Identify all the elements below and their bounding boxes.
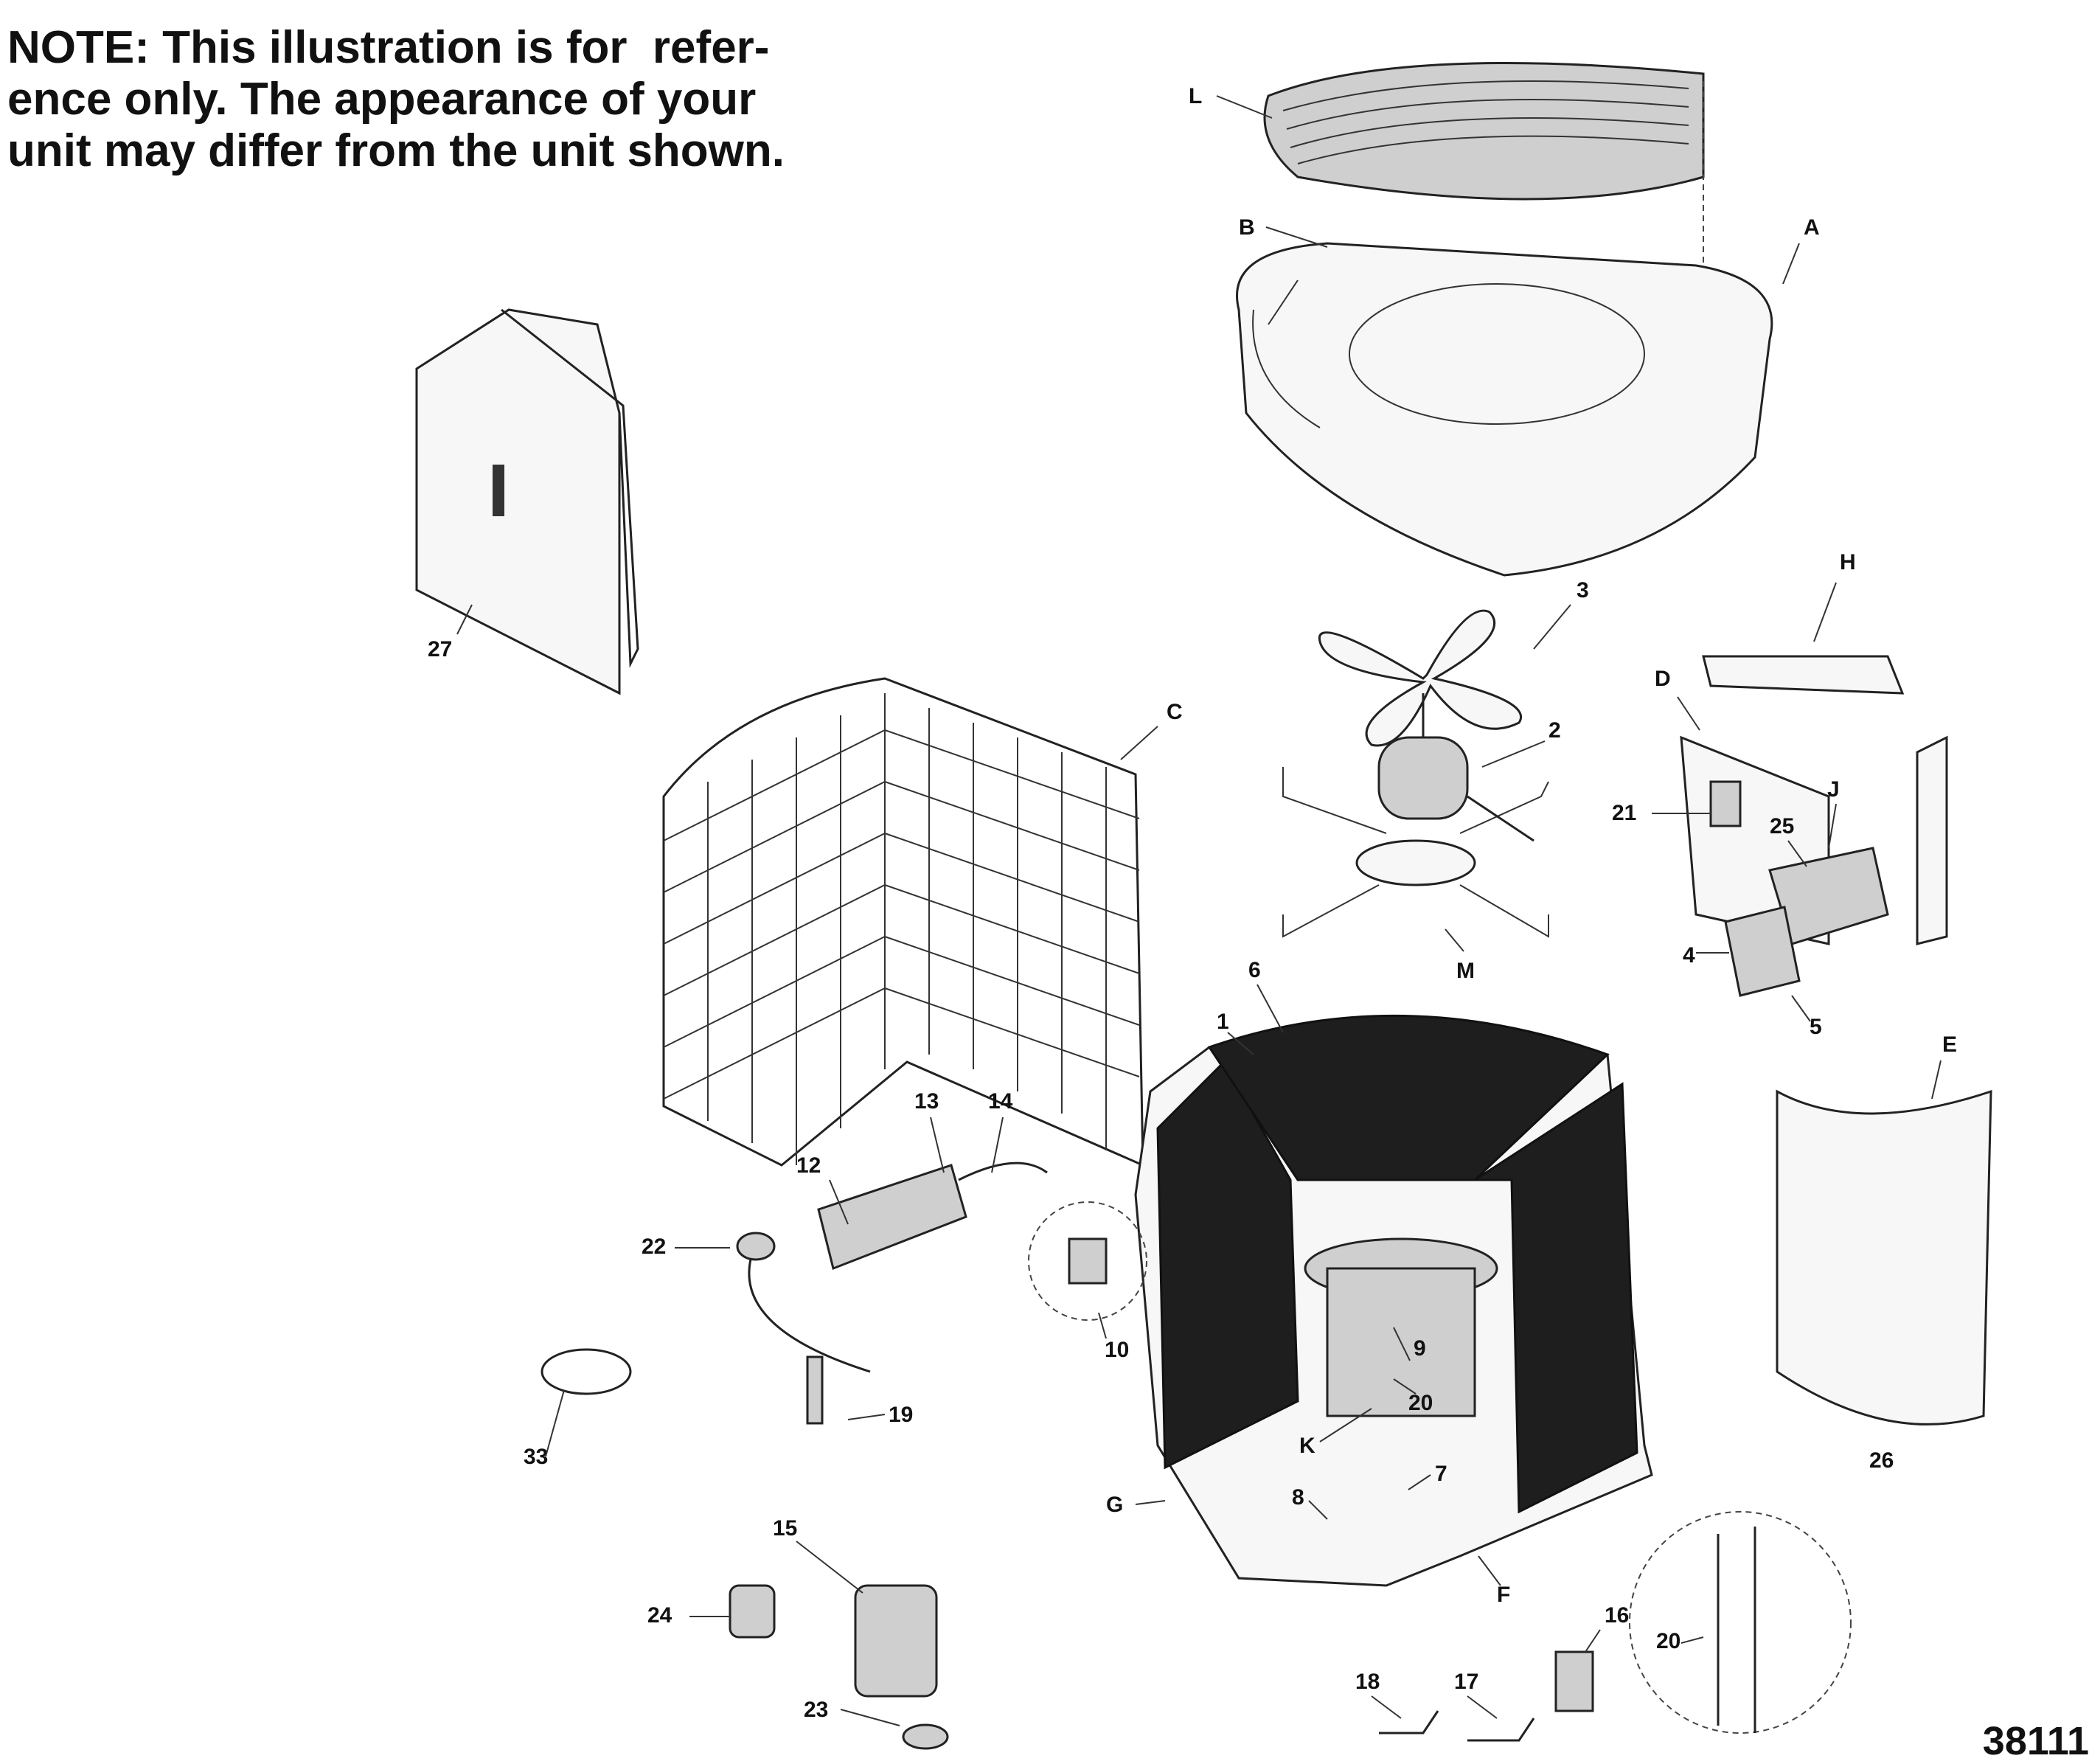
callout-G: G <box>1106 1493 1123 1517</box>
callout-M: M <box>1456 959 1475 983</box>
callout-1: 1 <box>1217 1010 1229 1034</box>
callout-16: 16 <box>1605 1603 1629 1628</box>
callout-33: 33 <box>524 1445 548 1469</box>
reversing-valve <box>736 1161 1048 1373</box>
wire-guard <box>662 677 1144 1167</box>
callout-18: 18 <box>1355 1670 1380 1694</box>
callout-25: 25 <box>1770 814 1794 838</box>
control-box <box>1680 655 1948 997</box>
callout-A: A <box>1804 215 1820 240</box>
callout-H: H <box>1840 550 1856 574</box>
callout-B: B <box>1239 215 1255 240</box>
callout-E: E <box>1942 1032 1957 1057</box>
detail-circle-20 <box>1629 1511 1852 1734</box>
reference-note: NOTE: This illustration is for refer- en… <box>7 22 966 177</box>
callout-D: D <box>1655 667 1671 691</box>
condenser-coil <box>1134 1014 1653 1587</box>
front-panel <box>1776 1089 1992 1426</box>
callout-24: 24 <box>647 1603 672 1628</box>
callout-C: C <box>1167 700 1183 724</box>
callout-17: 17 <box>1454 1670 1478 1694</box>
callout-5: 5 <box>1810 1015 1822 1039</box>
drawing-number: 38111 <box>1982 1719 2089 1763</box>
callout-L: L <box>1189 84 1202 108</box>
bottom-fittings <box>1379 1650 1594 1742</box>
callout-19: 19 <box>889 1403 913 1427</box>
callout-2: 2 <box>1548 718 1561 743</box>
note-line-2: ence only. The appearance of your <box>7 74 757 125</box>
callout-20b: 20 <box>1656 1629 1680 1653</box>
callout-3: 3 <box>1577 578 1589 603</box>
callout-21: 21 <box>1612 801 1636 825</box>
detail-circle-10 <box>1028 1201 1147 1321</box>
note-line-3: unit may differ from the unit shown. <box>7 125 785 176</box>
callout-26: 26 <box>1869 1448 1894 1473</box>
callout-J: J <box>1827 777 1840 802</box>
callout-22: 22 <box>642 1235 666 1259</box>
callout-12: 12 <box>796 1153 821 1178</box>
callout-K: K <box>1299 1434 1315 1458</box>
fan-blade <box>1318 609 1522 747</box>
top-grille <box>1263 61 1705 288</box>
callout-4: 4 <box>1683 943 1695 968</box>
small-components <box>541 1348 949 1750</box>
note-line-1: NOTE: This illustration is for refer- <box>7 22 770 73</box>
callout-13: 13 <box>914 1089 939 1114</box>
top-cover <box>1236 242 1773 577</box>
callout-8: 8 <box>1292 1485 1304 1510</box>
side-panel <box>415 308 639 695</box>
callout-23: 23 <box>804 1698 828 1722</box>
callout-10: 10 <box>1105 1338 1129 1362</box>
callout-7: 7 <box>1435 1462 1447 1486</box>
callout-20a: 20 <box>1408 1391 1433 1415</box>
callout-F: F <box>1497 1583 1510 1607</box>
fan-motor <box>1282 693 1549 938</box>
callout-6: 6 <box>1248 958 1261 982</box>
callout-15: 15 <box>773 1516 797 1541</box>
callout-9: 9 <box>1414 1336 1426 1361</box>
callout-14: 14 <box>988 1089 1013 1114</box>
callout-27: 27 <box>428 637 452 662</box>
